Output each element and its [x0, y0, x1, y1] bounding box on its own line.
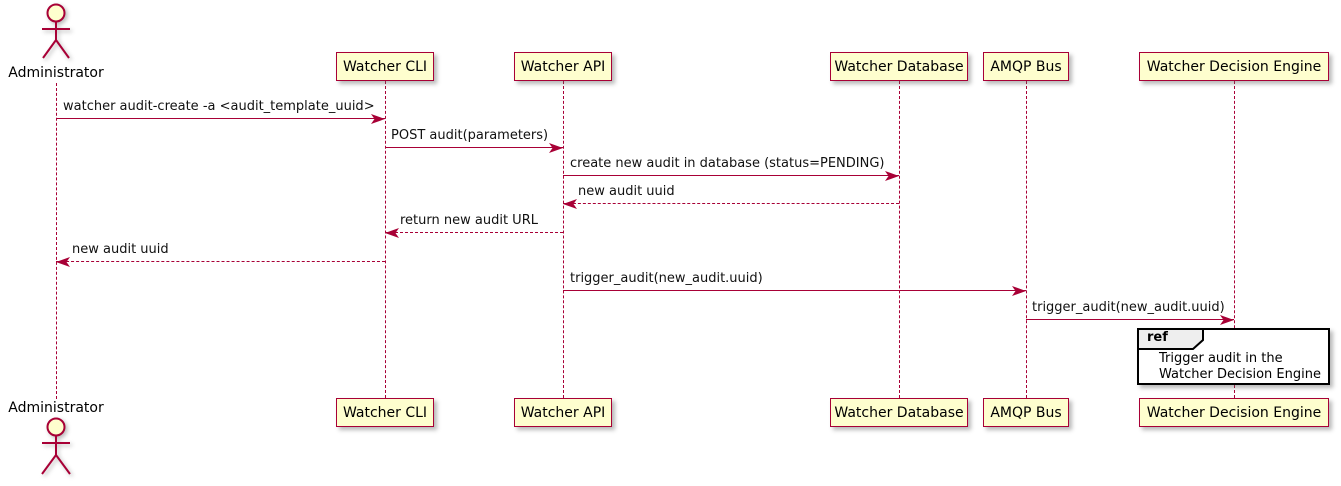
actor-label: Administrator: [8, 400, 104, 416]
participant-watcher-database-bottom: Watcher Database: [830, 398, 968, 427]
actor-label: Administrator: [8, 65, 104, 81]
participant-amqp-bus-bottom: AMQP Bus: [983, 398, 1069, 427]
arrowhead-right-icon: [371, 114, 385, 124]
ref-fragment: ref Trigger audit in the Watcher Decisio…: [1137, 328, 1330, 385]
arrowhead-right-icon: [549, 143, 563, 153]
message-label: trigger_audit(new_audit.uuid): [570, 271, 763, 286]
message-label: new audit uuid: [578, 184, 675, 199]
message-label: return new audit URL: [400, 213, 538, 228]
lifeline-watcher-cli: [385, 81, 386, 398]
participant-watcher-decision-engine-bottom: Watcher Decision Engine: [1139, 398, 1329, 427]
message-label: create new audit in database (status=PEN…: [570, 156, 885, 171]
message-label: POST audit(parameters): [391, 128, 549, 143]
participant-watcher-api-bottom: Watcher API: [514, 398, 612, 427]
participant-watcher-cli-top: Watcher CLI: [336, 52, 434, 81]
message-line: [56, 261, 385, 262]
ref-text-line: Watcher Decision Engine: [1159, 366, 1321, 382]
participant-watcher-decision-engine-top: Watcher Decision Engine: [1139, 52, 1329, 81]
ref-keyword: ref: [1147, 330, 1168, 345]
message-line: [563, 203, 899, 204]
participant-amqp-bus-top: AMQP Bus: [983, 52, 1069, 81]
participant-watcher-cli-bottom: Watcher CLI: [336, 398, 434, 427]
message-label: watcher audit-create -a <audit_template_…: [63, 99, 375, 114]
message-line: [563, 175, 899, 176]
participant-watcher-database-top: Watcher Database: [830, 52, 968, 81]
arrowhead-right-icon: [1012, 286, 1026, 296]
arrowhead-left-icon: [385, 228, 399, 238]
lifeline-watcher-decision-engine: [1234, 81, 1235, 398]
message-line: [385, 147, 563, 148]
participant-watcher-api-top: Watcher API: [514, 52, 612, 81]
message-label: new audit uuid: [72, 242, 169, 257]
message-label: trigger_audit(new_audit.uuid): [1032, 300, 1225, 315]
lifeline-watcher-database: [899, 81, 900, 398]
message-line: [563, 290, 1026, 291]
actor-icon: [42, 3, 70, 59]
actor-icon: [41, 417, 71, 475]
message-line: [56, 118, 385, 119]
ref-text-line: Trigger audit in the: [1159, 351, 1283, 366]
ref-tab: [1137, 328, 1204, 350]
arrowhead-right-icon: [1220, 315, 1234, 325]
arrowhead-left-icon: [56, 257, 70, 267]
lifeline-watcher-api: [563, 81, 564, 398]
lifeline-administrator: [56, 83, 57, 399]
message-line: [385, 232, 563, 233]
message-line: [1026, 319, 1234, 320]
arrowhead-left-icon: [563, 199, 577, 209]
arrowhead-right-icon: [885, 171, 899, 181]
lifeline-amqp-bus: [1026, 81, 1027, 398]
